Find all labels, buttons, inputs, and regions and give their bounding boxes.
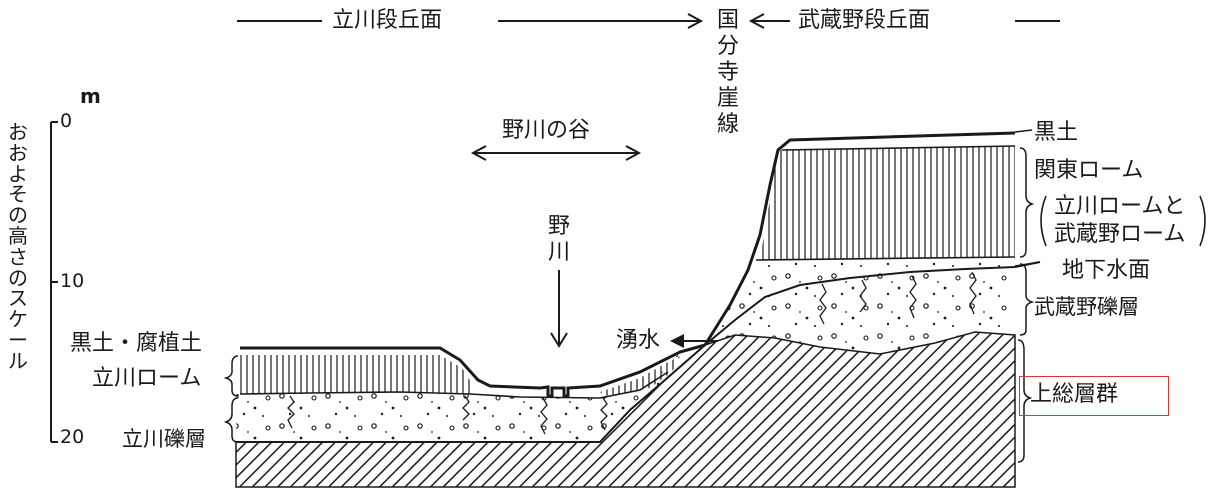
spring-arrow-head (670, 334, 684, 348)
left-topsoil-label: 黒土・腐植土 (70, 331, 203, 356)
loam-top-line (781, 145, 1016, 151)
left-gravel-label: 立川礫層 (122, 427, 206, 451)
groundwater-leader (1014, 261, 1041, 267)
root-marks (287, 271, 977, 435)
black-soil-band (778, 133, 1015, 150)
tachikawa-loam-layer (240, 355, 472, 394)
layer-braces (1017, 147, 1035, 463)
left-loam-base (239, 371, 669, 399)
cliff-surface (703, 131, 1016, 346)
kokubunji-cliff-line-label: 国分寺崖線 (716, 8, 739, 137)
black-soil-leader (1014, 129, 1033, 133)
musashino-terrace-label: 武蔵野段丘面 (798, 8, 931, 33)
kazusa-group-label: 上総層群 (1030, 382, 1119, 407)
musashino-gravel-layer (705, 262, 1015, 354)
left-ground-surface (240, 343, 706, 398)
tachikawa-loam-layer-right (600, 356, 680, 396)
musashino-loam-layer (760, 145, 1015, 260)
kanto-loam-label: 関東ローム (1034, 158, 1144, 183)
scale-tick-20: 20 (60, 426, 85, 448)
loam-base-line (755, 256, 1016, 261)
tachikawa-gravel-layer (236, 345, 705, 442)
scale-unit: m (80, 84, 101, 108)
water-table-label: 地下水面 (1062, 258, 1151, 283)
scale-tick-10: 10 (60, 270, 85, 292)
valley-label: 野川の谷 (502, 118, 591, 143)
groundwater-surface-line (704, 261, 1041, 346)
valley-arrow (470, 145, 642, 161)
spring-label: 湧水 (616, 328, 661, 353)
loam-note-parens (1040, 195, 1206, 247)
scale-label: おおよその高さのスケール (8, 120, 28, 373)
loam-note-line-2: 武蔵野ローム (1054, 222, 1186, 247)
loam-note-line-1: 立川ロームと (1054, 194, 1186, 219)
tachikawa-gravel-base (236, 344, 706, 443)
left-braces (223, 355, 239, 443)
musashino-terrace-arrow (748, 13, 1060, 29)
musashino-gravel-label: 武蔵野礫層 (1034, 295, 1139, 319)
black-soil-label: 黒土 (1034, 120, 1079, 145)
tachikawa-terrace-label: 立川段丘面 (332, 8, 443, 33)
river-arrow (550, 270, 568, 348)
tachikawa-terrace-arrow (237, 13, 704, 29)
river-label: 野川 (547, 214, 570, 265)
scale-tick-0: 0 (60, 110, 73, 132)
height-scale (50, 121, 58, 443)
kazusa-group-highlight (1019, 376, 1169, 416)
left-loam-label: 立川ローム (92, 366, 202, 391)
